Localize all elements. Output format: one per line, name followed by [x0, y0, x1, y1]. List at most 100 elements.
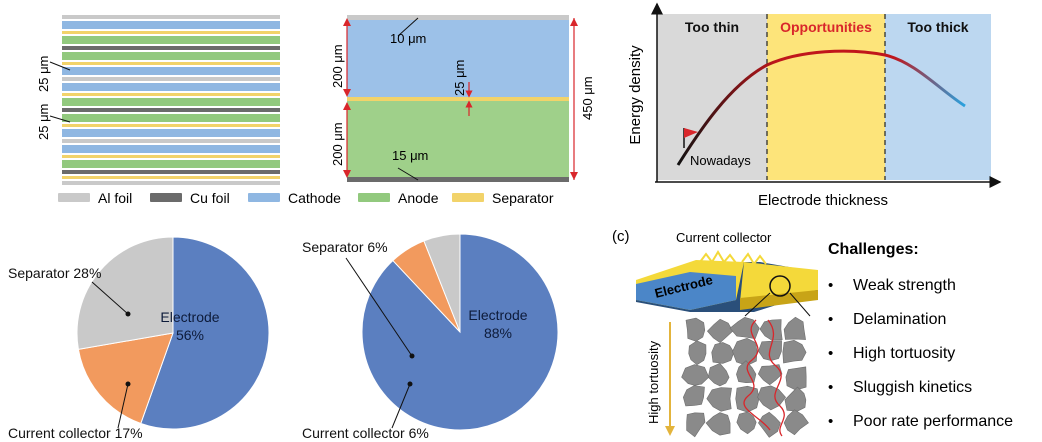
particle: [685, 317, 706, 342]
challenge-bullet: •: [828, 413, 833, 430]
zone-label-too-thick: Too thick: [907, 19, 968, 35]
zone-too-thin: [657, 14, 767, 180]
particle: [758, 411, 781, 438]
legend-label-anode: Anode: [398, 190, 439, 206]
challenge-item: High tortuosity: [853, 345, 955, 362]
particle: [681, 364, 710, 386]
stack-dim-25-top: 25 μm: [36, 56, 51, 92]
particle: [682, 385, 705, 407]
pie-slice-electrode: [361, 233, 559, 431]
particle: [783, 409, 809, 436]
particle: [735, 385, 760, 413]
al-foil: [347, 15, 569, 20]
stack-layer-al-foil: [62, 77, 280, 81]
stack-layer-separator: [62, 124, 280, 127]
cu-thickness-label: 15 μm: [392, 148, 428, 163]
pie-leader-line: [391, 383, 411, 429]
total-thickness-label: 450 μm: [580, 76, 595, 120]
particle: [736, 411, 757, 435]
flag-icon: [683, 128, 698, 148]
stack-layer-cathode: [62, 67, 280, 75]
stack-layer-cu-foil: [62, 170, 280, 174]
particle: [757, 364, 783, 386]
particle: [732, 337, 758, 366]
particle: [705, 412, 731, 436]
separator-layer: [347, 97, 569, 101]
pie-leader-dot: [407, 381, 413, 387]
challenges-list: • Weak strength • Delamination • High tortuos…: [828, 277, 1013, 430]
pie-pct-electrode: 88%: [484, 325, 512, 341]
pie-leader-line: [345, 257, 413, 357]
energy-curve: [676, 49, 966, 166]
zone-opportunities: [767, 14, 885, 180]
legend-label-cathode: Cathode: [288, 190, 341, 206]
stack-layer-al-foil: [62, 139, 280, 143]
legend-label-cu-foil: Cu foil: [190, 190, 230, 206]
challenge-bullet: •: [828, 311, 833, 328]
porous-structure: [681, 316, 810, 438]
particle: [785, 366, 807, 391]
y-axis-label: Energy density: [627, 45, 644, 145]
pie-label-separator: Separator 28%: [8, 265, 101, 281]
tortuous-path: [743, 319, 785, 437]
pie-slice-separator: [76, 236, 174, 350]
cathode-layer: [347, 20, 569, 97]
legend-swatch-cathode: [248, 193, 280, 202]
pie-pct-electrode: 56%: [176, 327, 204, 343]
stack-layer-separator: [62, 31, 280, 34]
challenges-title: Challenges:: [828, 241, 919, 258]
legend-swatch-cu-foil: [150, 193, 182, 202]
stack-layer-separator: [62, 93, 280, 96]
stack-layer-anode: [62, 114, 280, 122]
particle: [782, 339, 807, 364]
stack-layer-anode: [62, 160, 280, 168]
pie-leader-line: [91, 281, 129, 315]
stack-layer-cathode: [62, 21, 280, 29]
zone-label-opportunities: Opportunities: [780, 19, 872, 35]
stack-layer-separator: [62, 176, 280, 179]
energy-plot: Too thin Opportunities Too thick Nowaday…: [627, 2, 1002, 209]
cathode-thickness-label: 200 μm: [330, 44, 345, 88]
x-axis-label: Electrode thickness: [758, 192, 888, 209]
stack-dimension-bottom: 25 μm: [36, 104, 71, 140]
stack-layer-separator: [62, 62, 280, 65]
pie-leader-dot: [409, 353, 415, 359]
challenge-item: Sluggish kinetics: [853, 379, 972, 396]
separator-thickness-label: 25 μm: [452, 60, 467, 96]
stack-layer-cathode: [62, 129, 280, 137]
legend-swatch-anode: [358, 193, 390, 202]
challenge-item: Weak strength: [853, 277, 956, 294]
stack-layer-anode: [62, 36, 280, 44]
stack-layer-al-foil: [62, 181, 280, 185]
stack-dimension-top: 25 μm: [36, 56, 71, 92]
zone-too-thick: [885, 14, 991, 180]
electrode-stack: 25 μm 25 μm: [36, 15, 280, 185]
stack-layer-anode: [62, 52, 280, 60]
stack-dim-25-bottom: 25 μm: [36, 104, 51, 140]
electrode-slab: [636, 250, 818, 317]
cu-foil: [347, 177, 569, 182]
stack-layer-cu-foil: [62, 46, 280, 50]
particle: [707, 363, 730, 387]
particle: [686, 412, 706, 438]
challenge-bullet: •: [828, 379, 833, 396]
nowadays-label: Nowadays: [690, 153, 751, 168]
legend-swatch-separator: [452, 193, 484, 202]
particle: [706, 387, 732, 412]
particle: [711, 342, 735, 364]
pie-leader-dot: [125, 381, 131, 387]
single-cell: 10 μm 15 μm 200 μm 200 μm 25 μm 450 μm: [330, 15, 595, 182]
challenge-item: Delamination: [853, 311, 946, 328]
stack-layer-cathode: [62, 83, 280, 91]
challenge-item: Poor rate performance: [853, 413, 1013, 430]
anode-layer: [347, 101, 569, 177]
pie-slice-current-collector: [77, 332, 174, 425]
particle: [706, 318, 734, 343]
legend-swatch-al-foil: [58, 193, 90, 202]
pie-leader-dot: [125, 311, 131, 317]
pie-slice-electrode: [140, 236, 270, 430]
